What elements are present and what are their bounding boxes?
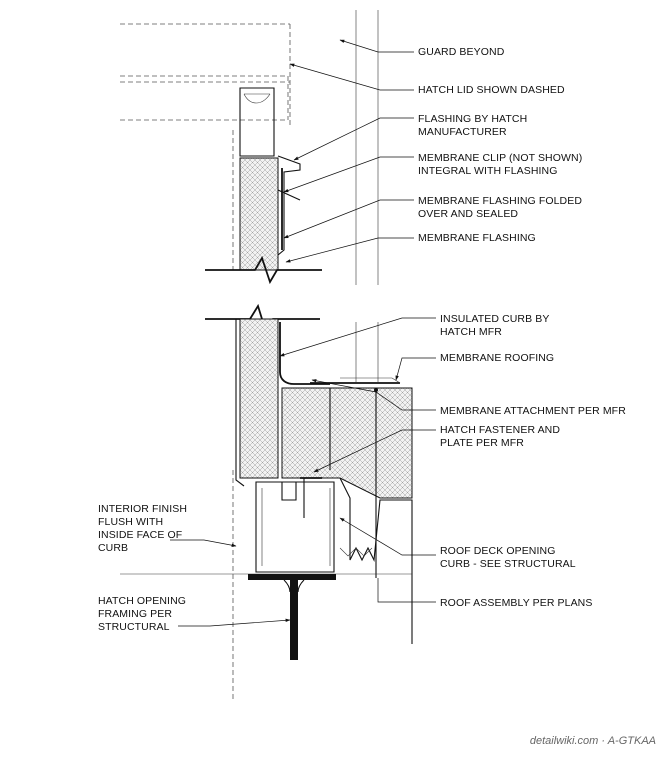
roof-deck-opening-curb <box>339 477 413 644</box>
hatch-fastener-plate <box>300 477 322 518</box>
leader-lines <box>170 39 436 627</box>
label-membrane-clip: MEMBRANE CLIP (NOT SHOWN) INTEGRAL WITH … <box>418 152 585 177</box>
curb-insulation-wall <box>239 318 279 479</box>
break-line-upper <box>205 255 322 285</box>
footer-watermark: detailwiki.com · A-GTKAA <box>530 735 656 747</box>
label-membrane-flashing: MEMBRANE FLASHING <box>418 232 536 244</box>
label-roof-deck-opening: ROOF DECK OPENING CURB - SEE STRUCTURAL <box>440 545 576 570</box>
wood-blocking <box>255 481 335 573</box>
blocking-edges <box>261 488 331 566</box>
label-flashing-by-hatch: FLASHING BY HATCH MANUFACTURER <box>418 113 530 138</box>
label-membrane-attachment: MEMBRANE ATTACHMENT PER MFR <box>440 405 626 417</box>
label-membrane-roofing: MEMBRANE ROOFING <box>440 352 554 364</box>
label-guard-beyond: GUARD BEYOND <box>418 46 505 58</box>
membrane-flashing-lower <box>279 322 330 385</box>
fastener-head <box>374 388 378 392</box>
label-insulated-curb: INSULATED CURB BY HATCH MFR <box>440 313 552 338</box>
label-hatch-opening-framing: HATCH OPENING FRAMING PER STRUCTURAL <box>98 595 189 633</box>
curb-insulation-upper <box>239 157 279 271</box>
callout-labels: GUARD BEYOND HATCH LID SHOWN DASHED FLAS… <box>98 46 626 633</box>
label-hatch-lid: HATCH LID SHOWN DASHED <box>418 84 565 96</box>
hatch-lid-outline <box>120 75 289 121</box>
curb-inside-face <box>235 319 245 487</box>
blocking-notch <box>281 482 297 501</box>
hatch-opening-beam <box>248 574 336 660</box>
membrane-roofing-lap <box>340 377 401 384</box>
guard-beyond-outline <box>120 23 291 126</box>
label-hatch-fastener: HATCH FASTENER AND PLATE PER MFR <box>440 424 563 449</box>
lid-seal-profile <box>239 87 275 157</box>
label-roof-assembly: ROOF ASSEMBLY PER PLANS <box>440 597 592 609</box>
label-membrane-folded: MEMBRANE FLASHING FOLDED OVER AND SEALED <box>418 195 585 220</box>
upper-detail <box>120 10 379 285</box>
label-interior-finish: INTERIOR FINISH FLUSH WITH INSIDE FACE O… <box>98 503 190 554</box>
hatch-flashing <box>277 155 301 256</box>
metal-deck-profile <box>339 547 373 557</box>
